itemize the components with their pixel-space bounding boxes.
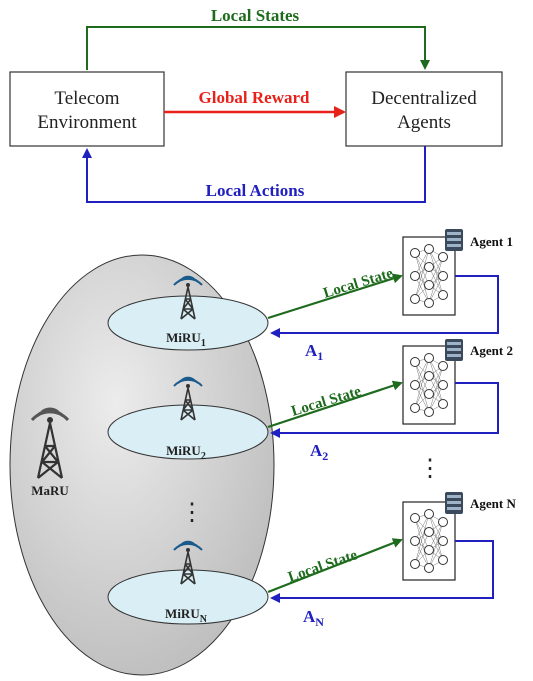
- miru-2-label: MiRU2: [166, 443, 206, 462]
- agent-2-local-state-arrow: [267, 380, 403, 429]
- agent-2-action-arrow: [270, 382, 499, 438]
- env-box-line2: Environment: [37, 112, 137, 133]
- agent-1-label: Agent 1: [470, 234, 513, 249]
- agent-n-local-state-arrow: [267, 538, 403, 594]
- local-actions-label: Local Actions: [206, 181, 305, 200]
- agent-n-server-icon: [445, 492, 463, 514]
- agent-1-local-state-arrow: [267, 273, 403, 320]
- agent-1-server-icon: [445, 229, 463, 251]
- local-actions-arrow: [82, 146, 426, 203]
- agent-ellipsis: ⋮: [418, 456, 442, 482]
- local-states-label: Local States: [211, 6, 300, 25]
- agents-box-line2: Agents: [397, 112, 451, 133]
- agent-1-action-label: A1: [305, 341, 323, 363]
- miru-n-label: MiRUN: [165, 606, 208, 625]
- maru-label: MaRU: [31, 483, 69, 498]
- env-box-line1: Telecom: [54, 88, 119, 109]
- agent-1-local-state-label: Local State: [321, 265, 395, 301]
- agent-2-action-label: A2: [310, 441, 328, 463]
- agent-n-action-arrow: [270, 540, 494, 603]
- agent-n-action-label: AN: [303, 607, 324, 629]
- global-reward-label: Global Reward: [199, 88, 311, 107]
- agent-2-server-icon: [445, 339, 463, 361]
- miru-1-label: MiRU1: [166, 330, 206, 349]
- agent-2-local-state-label: Local State: [289, 383, 363, 419]
- agent-1-action-arrow: [270, 275, 499, 338]
- decentralized-agents-box: [345, 71, 503, 147]
- top-feedback-loop: Local States Telecom Environment Decentr…: [9, 6, 503, 203]
- bottom-network: MaRU MiRU1 MiRU2 ⋮ MiRUN Agent 1 Local S…: [9, 229, 516, 676]
- agent-n-local-state-label: Local State: [286, 547, 360, 586]
- miru-1-ellipse: [107, 295, 269, 351]
- telecom-environment-box: [9, 71, 165, 147]
- agent-n-label: Agent N: [470, 496, 516, 511]
- agents-box-line1: Decentralized: [371, 88, 477, 109]
- agent-2-label: Agent 2: [470, 343, 513, 358]
- local-states-arrow: [86, 26, 430, 70]
- maru-coverage-ellipse: [9, 254, 275, 676]
- miru-ellipsis: ⋮: [180, 500, 204, 526]
- miru-n-ellipse: [107, 569, 269, 625]
